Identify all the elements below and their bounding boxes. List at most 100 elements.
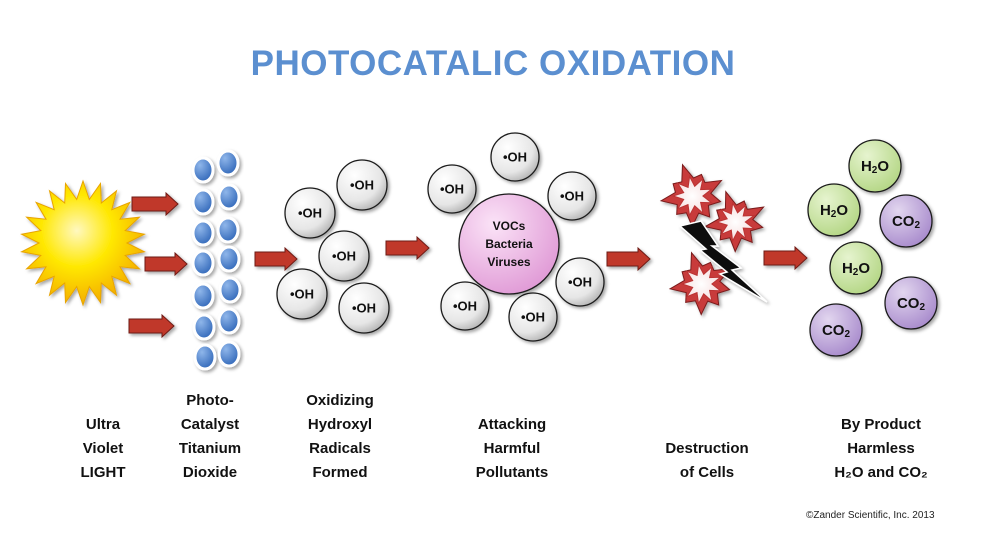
oh-label: •OH (332, 249, 356, 264)
burst-inner (715, 201, 756, 243)
arrow-icon (131, 191, 179, 217)
titanium-dioxide-bead (191, 249, 215, 277)
titanium-dioxide-bead (216, 216, 240, 244)
titanium-dioxide-bead (217, 340, 241, 368)
burst-inner (680, 262, 723, 306)
caption-line: Oxidizing (306, 392, 374, 409)
hydroxyl-radical: •OH (318, 230, 370, 282)
lightning-bolt-icon (678, 220, 768, 303)
titanium-dioxide-bead (191, 282, 215, 310)
molecule-sphere (829, 241, 883, 295)
hydroxyl-radical: •OH (440, 281, 490, 331)
hydroxyl-radical: •OH (336, 159, 388, 211)
caption-line: Radicals (309, 440, 371, 457)
caption-attacking: Attacking Harmful Pollutants (437, 413, 587, 485)
arrow-icon (144, 251, 188, 277)
caption-line: Hydroxyl (307, 416, 373, 433)
caption-line: Ultra (85, 416, 121, 433)
caption-line: Titanium (178, 440, 242, 457)
titanium-dioxide-bead (192, 313, 216, 341)
caption-line: By Product (840, 416, 921, 433)
oh-label: •OH (352, 301, 376, 316)
radical-sphere (490, 132, 540, 182)
caption-photocatalyst: Photo- Catalyst Titanium Dioxide (135, 389, 285, 485)
pollutant-label: VOCs (493, 219, 526, 233)
hydroxyl-radical: •OH (555, 257, 605, 307)
radical-sphere (338, 282, 390, 334)
diagram-title: PHOTOCATALIC OXIDATION (250, 44, 736, 83)
explosion-icon (668, 251, 732, 316)
hydroxyl-radical: •OH (490, 132, 540, 182)
titanium-dioxide-bead (191, 156, 215, 184)
radical-sphere (284, 187, 336, 239)
oh-label: •OH (560, 189, 584, 204)
molecule-label: H2O (820, 202, 848, 220)
molecule-label: CO2 (822, 322, 851, 340)
molecule-sphere (884, 276, 938, 330)
hydroxyl-radical: •OH (427, 164, 477, 214)
titanium-dioxide-bead (216, 149, 240, 177)
sun-icon (20, 179, 146, 307)
molecule-sphere (848, 139, 902, 193)
radical-sphere (440, 281, 490, 331)
caption-line: Violet (82, 440, 124, 457)
titanium-dioxide-bead (217, 307, 241, 335)
explosion-icon (659, 163, 723, 228)
caption-destruction: Destruction of Cells (632, 437, 782, 485)
titanium-dioxide-bead (218, 276, 242, 304)
titanium-dioxide-bead (191, 219, 215, 247)
caption-line: Dioxide (182, 464, 238, 481)
arrow-icon (385, 235, 430, 261)
molecule-sphere (809, 303, 863, 357)
molecule-label: CO2 (897, 295, 926, 313)
caption-line: Formed (312, 464, 368, 481)
oh-label: •OH (453, 299, 477, 314)
molecule-label: CO2 (892, 213, 921, 231)
caption-line: Harmless (847, 440, 915, 457)
radical-sphere (508, 292, 558, 342)
oh-label: •OH (290, 287, 314, 302)
hydroxyl-radical: •OH (508, 292, 558, 342)
co2-molecule: CO2 (879, 194, 933, 248)
oh-label: •OH (298, 206, 322, 221)
oh-label: •OH (521, 310, 545, 325)
caption-line: Harmful (483, 440, 541, 457)
caption-line: of Cells (679, 464, 735, 481)
caption-line: Destruction (665, 440, 749, 457)
molecule-sphere (879, 194, 933, 248)
radical-sphere (276, 268, 328, 320)
oh-label: •OH (440, 182, 464, 197)
titanium-dioxide-bead (217, 245, 241, 273)
radical-sphere (555, 257, 605, 307)
caption-line: Catalyst (180, 416, 240, 433)
radical-sphere (336, 159, 388, 211)
hydroxyl-radical: •OH (276, 268, 328, 320)
water-molecule: H2O (848, 139, 902, 193)
pollutant-label: Bacteria (485, 237, 533, 251)
titanium-dioxide-bead (191, 188, 215, 216)
molecule-label: H2O (842, 260, 870, 278)
co2-molecule: CO2 (809, 303, 863, 357)
radical-sphere (547, 171, 597, 221)
copyright-notice: ©Zander Scientific, Inc. 2013 (806, 510, 935, 521)
oh-label: •OH (568, 275, 592, 290)
caption-line: Photo- (186, 392, 234, 409)
caption-uv-light: Ultra Violet LIGHT (28, 413, 178, 485)
arrow-icon (606, 246, 651, 272)
pollutant-label: Viruses (487, 255, 530, 269)
hydroxyl-radical: •OH (338, 282, 390, 334)
molecule-sphere (807, 183, 861, 237)
explosion-icon (703, 190, 765, 253)
hydroxyl-radical: •OH (547, 171, 597, 221)
titanium-dioxide-bead (193, 343, 217, 371)
radical-sphere (427, 164, 477, 214)
water-molecule: H2O (807, 183, 861, 237)
molecule-label: H2O (861, 158, 889, 176)
co2-molecule: CO2 (884, 276, 938, 330)
radical-sphere (318, 230, 370, 282)
arrow-icon (763, 245, 808, 271)
hydroxyl-radical: •OH (284, 187, 336, 239)
caption-byproduct: By Product Harmless H₂O and CO₂ (806, 413, 956, 485)
